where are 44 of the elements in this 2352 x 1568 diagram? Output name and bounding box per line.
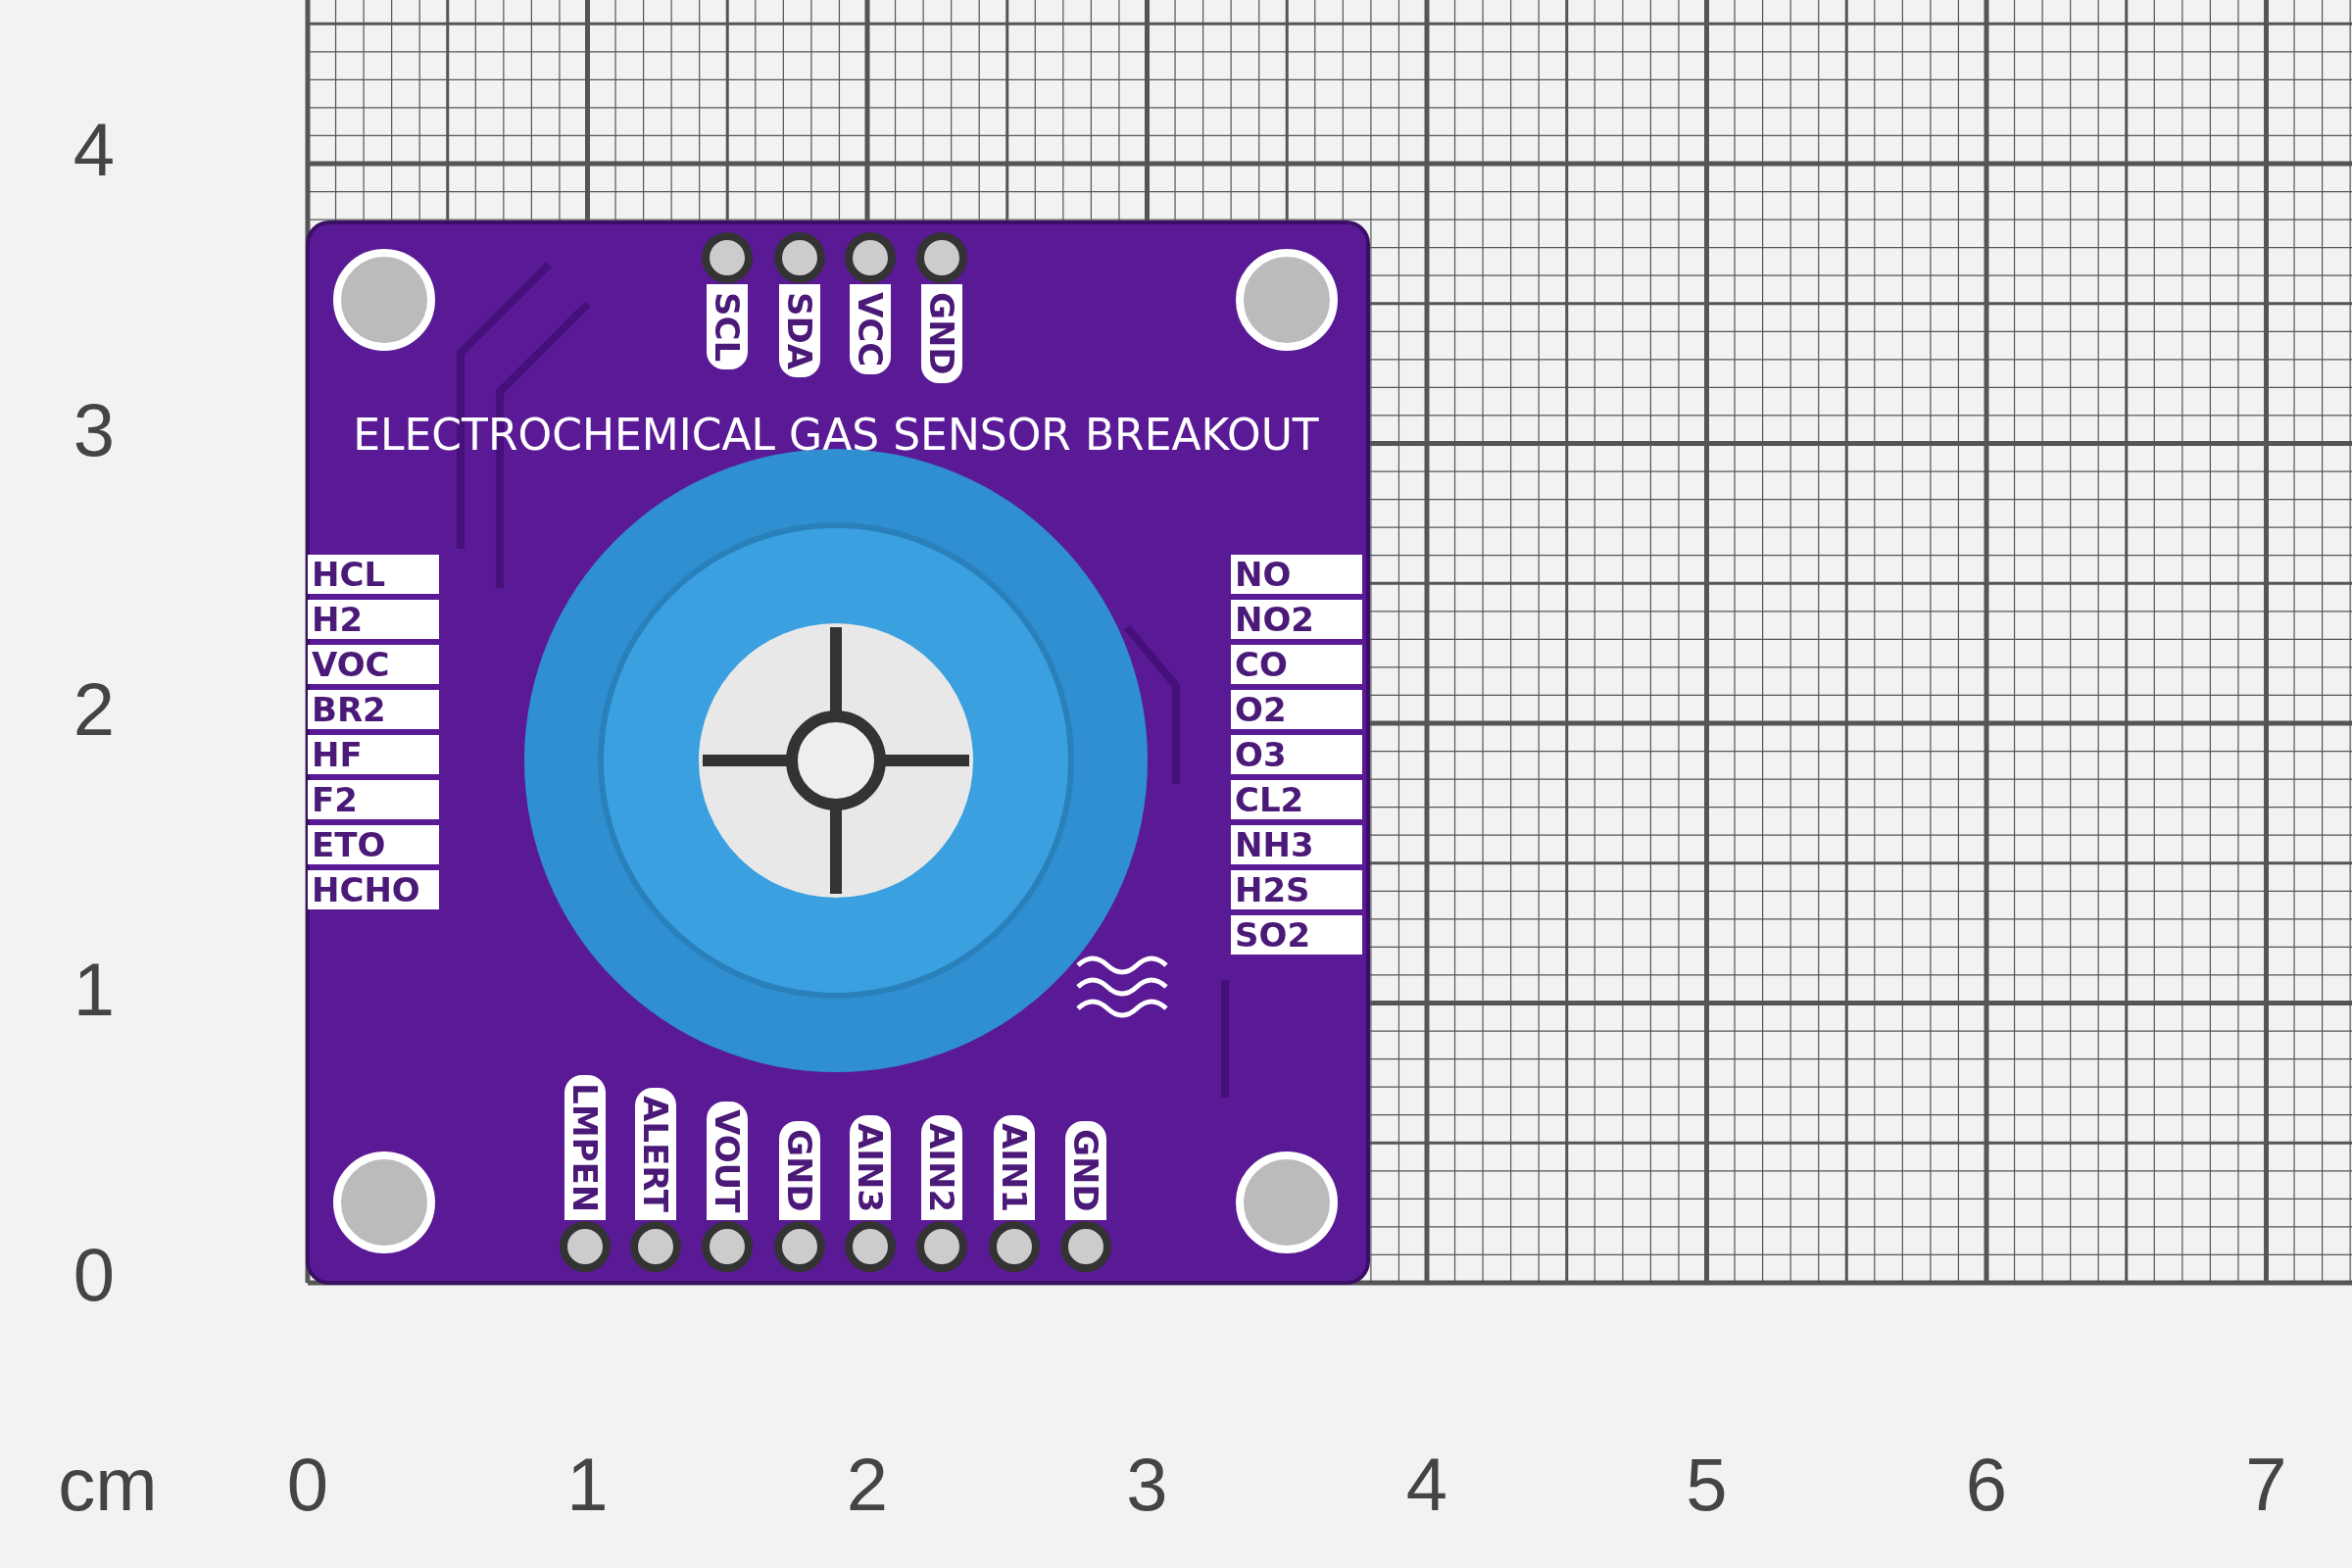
axis-tick-label: 0 xyxy=(73,1238,116,1312)
board-title: ELECTROCHEMICAL GAS SENSOR BREAKOUT xyxy=(353,414,1319,457)
gas-label: H2S xyxy=(1231,870,1362,909)
pin-label: GND xyxy=(921,284,962,383)
pin-label: VOUT xyxy=(707,1102,748,1221)
gas-label: NO xyxy=(1231,555,1362,594)
pin-label: ALERT xyxy=(635,1088,676,1221)
gas-label: O3 xyxy=(1231,735,1362,774)
pin-label: AIN3 xyxy=(850,1115,891,1221)
gas-label: SO2 xyxy=(1231,915,1362,955)
gas-label: H2 xyxy=(308,600,439,639)
pin-label: SCL xyxy=(707,284,748,370)
gas-label: NO2 xyxy=(1231,600,1362,639)
axis-tick-label: 6 xyxy=(1965,1447,2008,1522)
axis-tick-label: 2 xyxy=(846,1447,889,1522)
gas-label: ETO xyxy=(308,825,439,864)
gas-label: NH3 xyxy=(1231,825,1362,864)
pin-label: LMPEN xyxy=(564,1075,606,1221)
gas-label: HF xyxy=(308,735,439,774)
axis-unit-label: cm xyxy=(58,1447,158,1522)
axis-tick-label: 2 xyxy=(73,672,116,747)
pin-label: GND xyxy=(1065,1121,1106,1220)
gas-label: HCL xyxy=(308,555,439,594)
pin-label: AIN1 xyxy=(994,1115,1035,1221)
pin-label: GND xyxy=(779,1121,820,1220)
axis-tick-label: 1 xyxy=(566,1447,609,1522)
axis-tick-label: 1 xyxy=(73,953,116,1027)
gas-label: BR2 xyxy=(308,690,439,729)
axis-tick-label: 5 xyxy=(1686,1447,1728,1522)
axis-tick-label: 4 xyxy=(1405,1447,1448,1522)
gas-label: F2 xyxy=(308,780,439,819)
gas-label: VOC xyxy=(308,645,439,684)
axis-tick-label: 7 xyxy=(2245,1447,2287,1522)
axis-tick-label: 3 xyxy=(73,393,116,467)
pin-label: SDA xyxy=(779,284,820,378)
gas-label: CL2 xyxy=(1231,780,1362,819)
pin-label: AIN2 xyxy=(921,1115,962,1221)
gas-label: O2 xyxy=(1231,690,1362,729)
gas-label: HCHO xyxy=(308,870,439,909)
gas-label: CO xyxy=(1231,645,1362,684)
axis-tick-label: 0 xyxy=(286,1447,329,1522)
axis-tick-label: 3 xyxy=(1126,1447,1168,1522)
axis-tick-label: 4 xyxy=(73,113,116,187)
pin-label: VCC xyxy=(850,284,891,375)
